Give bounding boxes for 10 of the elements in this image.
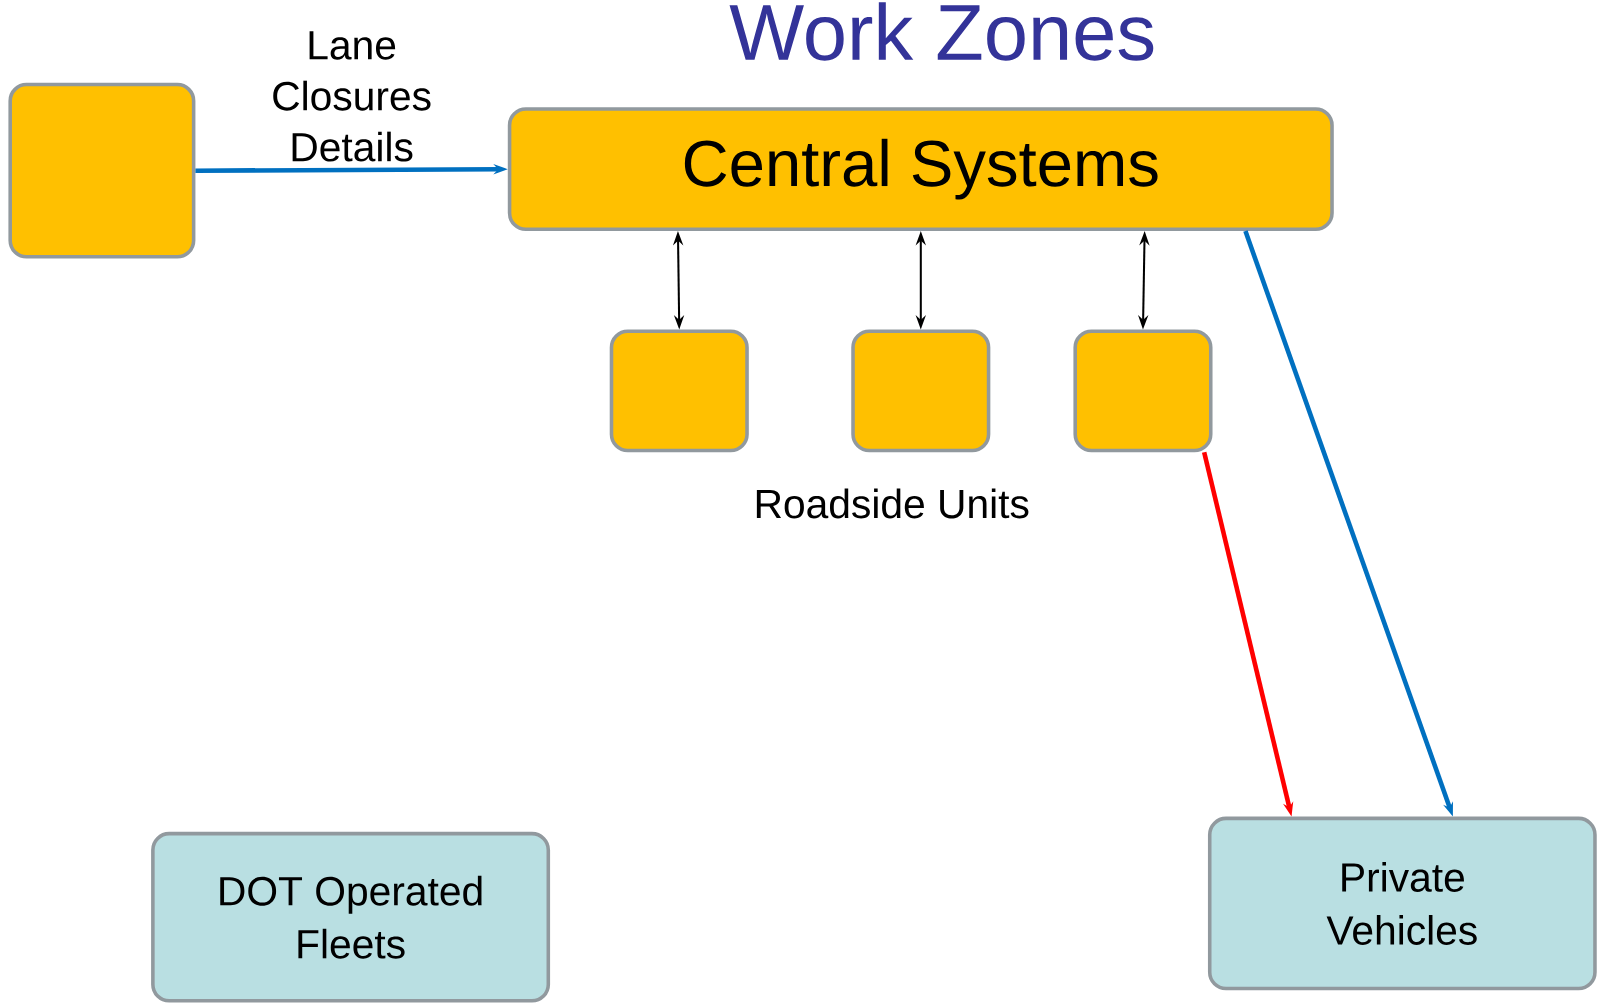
empty-box: [851, 329, 991, 453]
empty-box: [609, 329, 749, 453]
title: Work Zones: [729, 2, 1154, 61]
empty-box: [1073, 329, 1213, 453]
process-box: DOT Operated Fleets: [151, 831, 551, 1003]
process-box: Private Vehicles: [1207, 816, 1597, 991]
empty-box: [8, 82, 196, 259]
edge-label: Lane Closures Details: [273, 31, 431, 162]
group-label: Roadside Units: [756, 488, 1029, 519]
process-box: Central Systems: [507, 107, 1334, 232]
